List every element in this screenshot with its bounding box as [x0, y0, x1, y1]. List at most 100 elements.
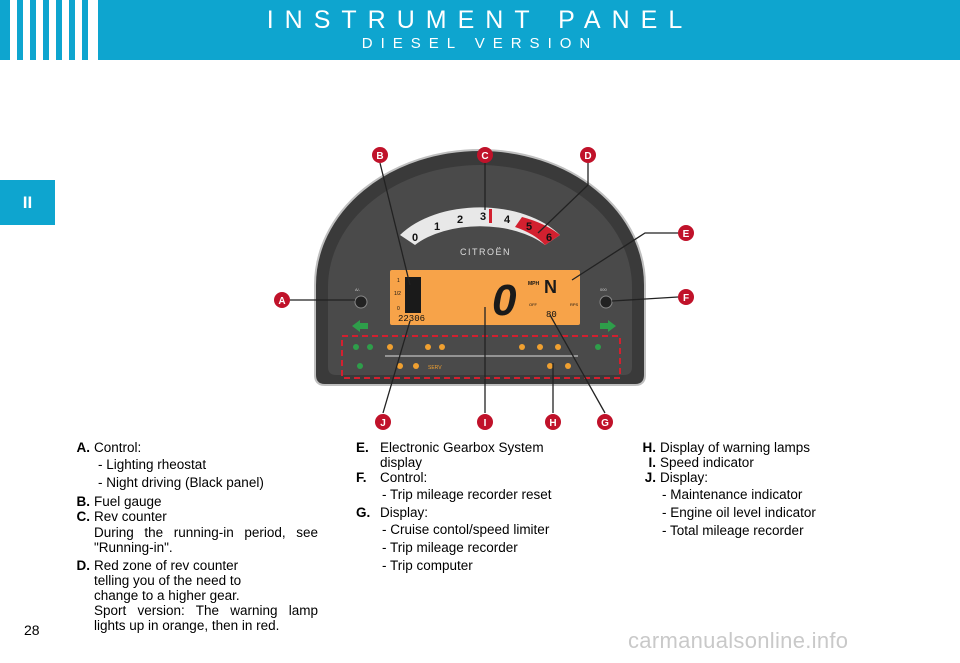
- callout-line-e: [571, 232, 678, 281]
- callout-h: [545, 414, 561, 430]
- warning-lamp: [537, 344, 543, 350]
- legend-item-d: D. Red zone of rev counter telling you o…: [68, 558, 319, 634]
- stripe: [10, 0, 17, 60]
- legend-key: I.: [648, 455, 656, 470]
- legend-sub: - Night driving (Black panel): [98, 475, 264, 490]
- legend-key: H.: [642, 440, 657, 455]
- legend-text: Display:: [380, 505, 429, 520]
- warning-lamp: [555, 344, 561, 350]
- callout-i: [477, 414, 493, 430]
- legend-key: C.: [76, 509, 91, 524]
- callout-g: [597, 414, 613, 430]
- lcd-off-label: OFF: [529, 302, 538, 307]
- brand-logo: CITROËN: [460, 247, 511, 257]
- warning-lamp: [425, 344, 431, 350]
- fuel-gauge-bars: [405, 277, 421, 313]
- callout-letter: I: [484, 418, 487, 429]
- warning-lamp: [367, 344, 373, 350]
- callout-letter: E: [683, 229, 690, 240]
- stripe: [88, 0, 98, 60]
- rev-counter-arc: [400, 207, 560, 245]
- legend-item-e: E. Electronic Gearbox System display: [356, 440, 592, 470]
- callout-line-g: [549, 314, 606, 414]
- callout-line-f: [611, 296, 679, 302]
- legend-text: Red zone of rev counter telling you of t…: [94, 558, 242, 603]
- fuel-mark: 1/2: [394, 291, 401, 297]
- tach-number: 1: [434, 221, 440, 233]
- legend-item-j: J. Display: - Maintenance indicator - En…: [634, 470, 874, 539]
- red-zone: [515, 217, 560, 245]
- warning-lamp: [397, 363, 403, 369]
- warning-lamp: [519, 344, 525, 350]
- chapter-tab: II: [0, 180, 55, 225]
- header-bar: INSTRUMENT PANEL DIESEL VERSION: [0, 0, 960, 60]
- legend-text: Electronic Gearbox System display: [380, 440, 544, 470]
- callout-f: [678, 289, 694, 305]
- callout-letter: H: [549, 418, 556, 429]
- tach-number: 6: [546, 232, 552, 244]
- callout-a: [274, 292, 290, 308]
- legend-text: Speed indicator: [660, 455, 754, 470]
- left-indicator-arrow: [352, 320, 368, 332]
- warning-lamp: [565, 363, 571, 369]
- legend-key: J.: [644, 470, 656, 485]
- legend-sub: - Cruise contol/speed limiter: [382, 522, 550, 537]
- legend-key: A.: [76, 440, 91, 455]
- legend-sub: - Total mileage recorder: [662, 523, 804, 538]
- warning-lamp: [353, 344, 359, 350]
- fuel-mark: 1: [397, 278, 400, 284]
- gear-indicator: N: [544, 277, 557, 297]
- legend-item-f: F. Control: - Trip mileage recorder rese…: [356, 470, 592, 503]
- tach-number: 4: [504, 214, 511, 226]
- legend-column-2: E. Electronic Gearbox System display F. …: [356, 440, 592, 574]
- legend-column-3: H. Display of warning lamps I. Speed ind…: [634, 440, 874, 539]
- callout-b: [372, 147, 388, 163]
- callout-j: [375, 414, 391, 430]
- legend-key: F.: [356, 470, 367, 485]
- tach-number: 2: [457, 214, 463, 226]
- callout-line-j: [382, 320, 411, 414]
- control-knob-a: [354, 295, 368, 309]
- legend-text: Display:: [660, 470, 709, 485]
- callout-c: [477, 147, 493, 163]
- legend-item-a: A. Control: - Lighting rheostat - Night …: [68, 440, 318, 491]
- legend-item-h: H. Display of warning lamps: [634, 440, 874, 455]
- stripe: [36, 0, 43, 60]
- callout-letter: G: [601, 418, 609, 429]
- page-title: INSTRUMENT PANEL: [266, 6, 694, 34]
- instrument-panel-diagram: 0 1 2 3 4 5 6 CITROËN 1 1/2 0 0 N MPH 22…: [274, 147, 694, 430]
- tach-number: 0: [412, 232, 418, 244]
- warning-lamp: [439, 344, 445, 350]
- lcd-unit-small: RPS: [570, 302, 579, 307]
- watermark: carmanualsonline.info: [628, 628, 849, 653]
- speed-unit: MPH: [528, 281, 540, 287]
- warning-lamp: [595, 344, 601, 350]
- callout-letter: B: [376, 151, 383, 162]
- fuel-mark: 0: [397, 306, 400, 312]
- stripe: [75, 0, 82, 60]
- legend-key: D.: [76, 558, 91, 573]
- legend-sub: - Trip mileage recorder reset: [382, 487, 552, 502]
- callout-letter: F: [683, 293, 689, 304]
- stripe: [62, 0, 69, 60]
- legend-note: During the running-in period, see "Runni…: [94, 525, 318, 555]
- legend-note: Sport version: The warning lamp lights u…: [94, 603, 318, 633]
- callout-letter: D: [584, 151, 591, 162]
- callout-line-b: [379, 162, 411, 286]
- page-subtitle: DIESEL VERSION: [361, 35, 599, 52]
- legend-sub: - Engine oil level indicator: [662, 505, 816, 520]
- knob-label-left: A/-: [355, 287, 361, 292]
- legend-sub: - Trip computer: [382, 558, 473, 573]
- legend-item-c: C. Rev counter During the running-in per…: [68, 509, 319, 556]
- legend-item-b: B. Fuel gauge: [68, 494, 318, 509]
- trip-value: 80: [546, 310, 557, 320]
- legend-item-g: G. Display: - Cruise contol/speed limite…: [356, 505, 592, 574]
- stripe: [23, 0, 30, 60]
- knob-label-right: 000: [600, 287, 607, 292]
- warning-lamp: [357, 363, 363, 369]
- legend-text: Rev counter: [94, 509, 167, 524]
- rev-needle: [489, 209, 492, 223]
- callout-letter: A: [278, 296, 285, 307]
- callout-e: [678, 225, 694, 241]
- legend-text: Display of warning lamps: [660, 440, 811, 455]
